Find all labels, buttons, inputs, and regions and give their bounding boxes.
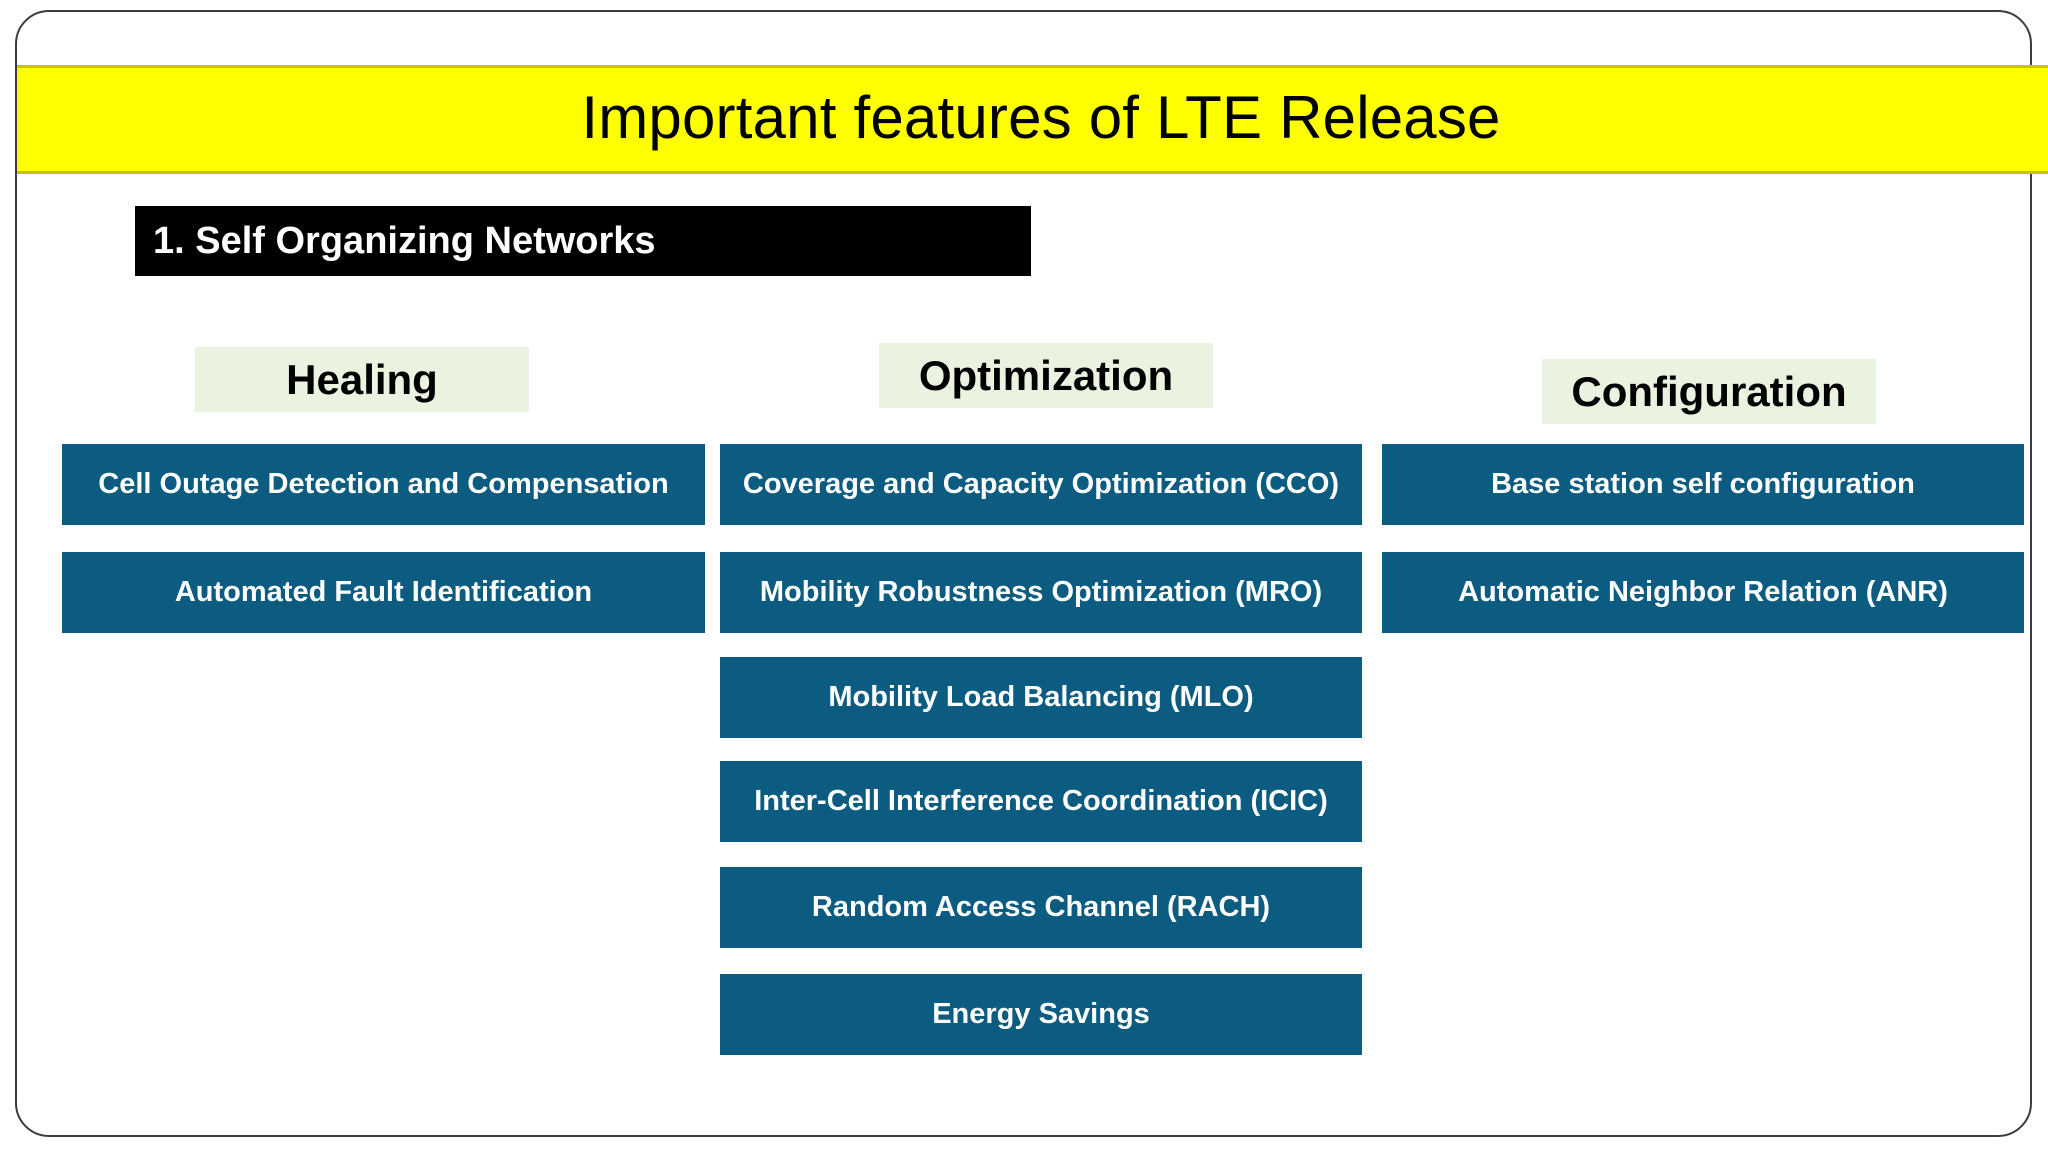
item-box: Cell Outage Detection and Compensation: [62, 444, 705, 525]
item-box-label: Inter-Cell Interference Coordination (IC…: [754, 785, 1328, 817]
item-box-label: Mobility Robustness Optimization (MRO): [759, 576, 1323, 608]
item-box-label: Base station self configuration: [1491, 468, 1915, 500]
item-box-label: Cell Outage Detection and Compensation: [98, 468, 669, 500]
column-header-healing: Healing: [195, 347, 529, 412]
item-box-label: Automated Fault Identification: [174, 576, 593, 608]
item-box: Mobility Robustness Optimization (MRO): [720, 552, 1362, 633]
item-box: Base station self configuration: [1382, 444, 2024, 525]
item-box-label: Coverage and Capacity Optimization (CCO): [742, 468, 1340, 500]
slide-title-banner: Important features of LTE Release: [17, 65, 2048, 174]
item-box-label: Random Access Channel (RACH): [811, 891, 1271, 923]
section-heading-label: 1. Self Organizing Networks: [153, 220, 656, 262]
item-box: Random Access Channel (RACH): [720, 867, 1362, 948]
column-header-optimization: Optimization: [879, 343, 1213, 408]
item-box-label: Automatic Neighbor Relation (ANR): [1458, 576, 1948, 608]
column-header-configuration-label: Configuration: [1571, 367, 1847, 415]
item-box: Automated Fault Identification: [62, 552, 705, 633]
item-box-label: Energy Savings: [932, 998, 1150, 1030]
slide-frame: Important features of LTE Release 1. Sel…: [15, 10, 2048, 1137]
item-box: Automatic Neighbor Relation (ANR): [1382, 552, 2024, 633]
column-header-optimization-label: Optimization: [918, 351, 1174, 399]
item-box-label: Mobility Load Balancing (MLO): [828, 681, 1254, 713]
page-title: Important features of LTE Release: [581, 83, 1501, 151]
column-header-configuration: Configuration: [1542, 359, 1876, 424]
item-box: Coverage and Capacity Optimization (CCO): [720, 444, 1362, 525]
item-box: Energy Savings: [720, 974, 1362, 1055]
section-heading-box: 1. Self Organizing Networks: [135, 206, 1031, 276]
column-header-healing-label: Healing: [286, 355, 438, 403]
item-box: Inter-Cell Interference Coordination (IC…: [720, 761, 1362, 842]
item-box: Mobility Load Balancing (MLO): [720, 657, 1362, 738]
